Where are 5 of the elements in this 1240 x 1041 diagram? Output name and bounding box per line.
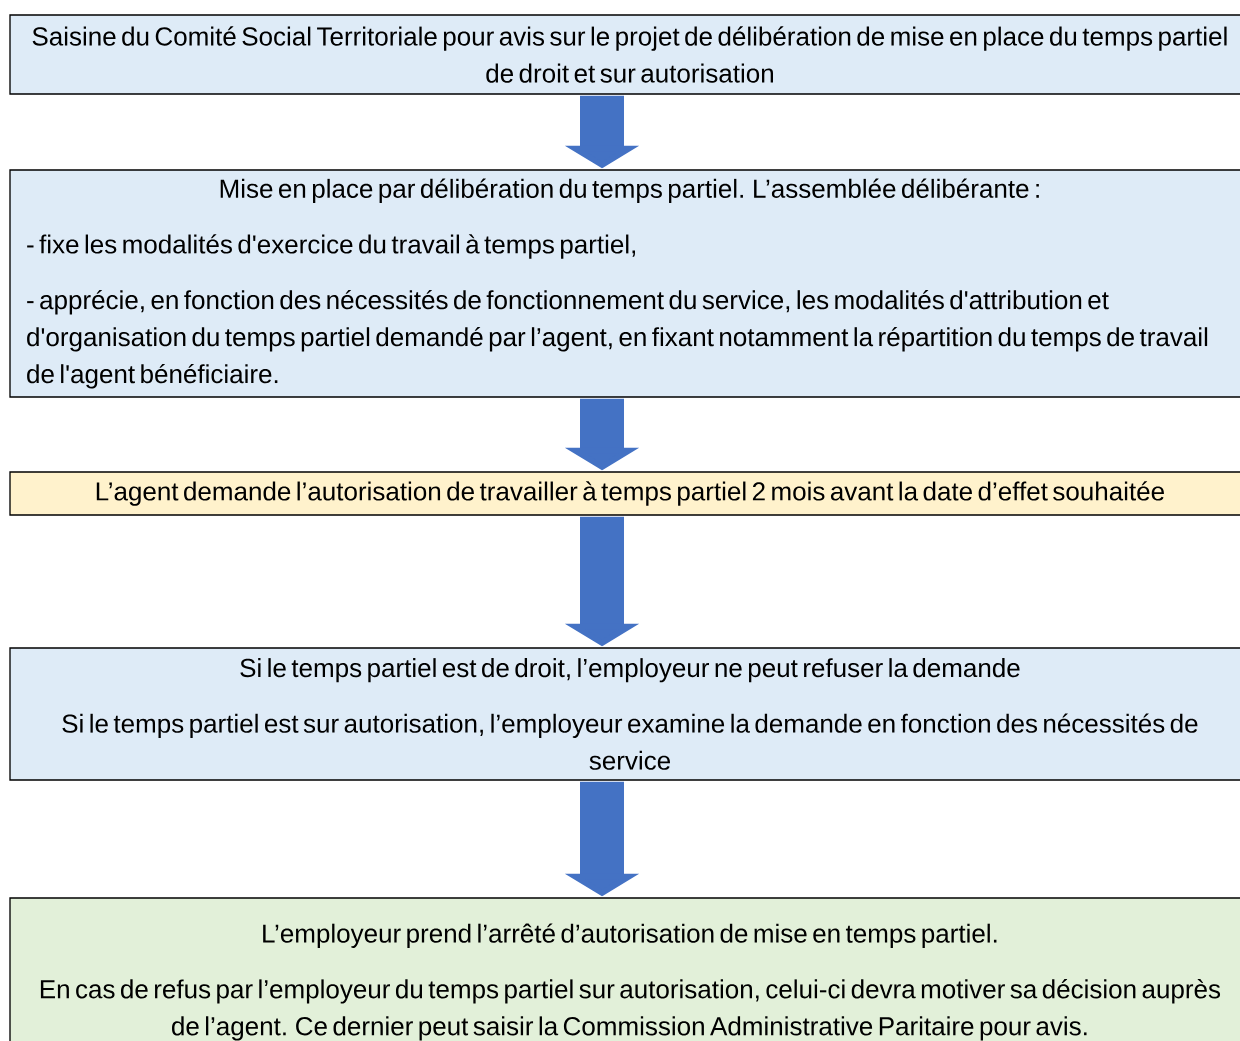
process-box: Si le temps partiel est de droit, l’employeur ne peut refuser la demande Si le temps partiel est sur autorisation, l’employeur examine la demande en fonction des nécessités de service bbox=[9, 647, 1240, 781]
process-box: Saisine du Comité Social Territoriale pour avis sur le projet de délibération de mise en place du temps partiel de droit et sur autorisation bbox=[9, 14, 1240, 95]
process-box: L’agent demande l’autorisation de travailler à temps partiel 2 mois avant la date d’effet souhaitée bbox=[9, 471, 1240, 516]
process-box: Mise en place par délibération du temps partiel. L’assemblée délibérante : - fixe les modalités d'exercice du travail à temps partiel, - apprécie, en fonction des nécessités de fonctionnement du service, les modalités d'attribution et d'organisation du temps partiel demandé par l’agent, en fixant notamment la répartition du temps de travail de l'agent bénéficiaire. bbox=[9, 169, 1240, 398]
process-box: L’employeur prend l’arrêté d’autorisation de mise en temps partiel. En cas de refus par l’employeur du temps partiel sur autorisation, celui-ci devra motiver sa décision auprès de l’agent. Ce dernier peut saisir la Commission Administrative Paritaire pour avis. bbox=[9, 897, 1240, 1041]
